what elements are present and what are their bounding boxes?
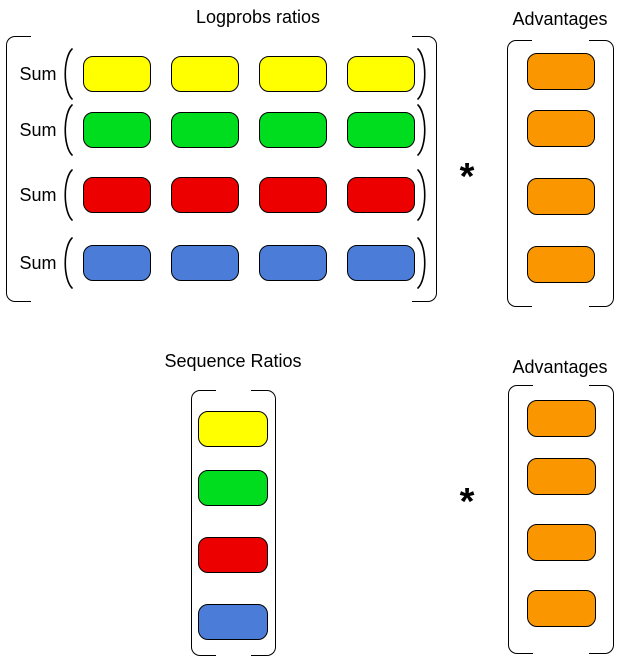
matrix-cell <box>171 245 239 281</box>
matrix-cell <box>347 112 415 148</box>
matrix-cell <box>527 524 596 561</box>
matrix-cell <box>198 537 268 573</box>
matrix-cell <box>259 56 327 92</box>
row-paren-right-icon <box>415 237 430 289</box>
matrix-cell <box>347 245 415 281</box>
sum-label: Sum <box>19 64 57 84</box>
matrix-cell <box>83 56 151 92</box>
logprobs-row: Sum <box>16 48 430 100</box>
matrix-cell <box>198 604 268 640</box>
advantages-vector-top <box>507 40 614 307</box>
sum-label: Sum <box>19 185 57 205</box>
matrix-cell <box>347 177 415 213</box>
row-paren-right-icon <box>415 48 430 100</box>
matrix-cell <box>171 112 239 148</box>
matrix-cell <box>527 590 596 627</box>
matrix-cell <box>259 112 327 148</box>
sequence-ratio-cells <box>191 390 276 656</box>
matrix-bracket-left-icon <box>508 385 533 654</box>
matrix-bracket-left-icon <box>191 390 216 656</box>
row-cells <box>83 177 415 213</box>
sequence-ratios-title: Sequence Ratios <box>164 351 302 371</box>
matrix-bracket-right-icon <box>251 390 276 656</box>
matrix-cell <box>527 400 596 437</box>
matrix-cell <box>83 112 151 148</box>
advantage-cells-bottom <box>508 385 614 654</box>
matrix-cell <box>171 177 239 213</box>
matrix-bracket-right-icon <box>412 36 437 302</box>
row-cells <box>83 56 415 92</box>
matrix-cell <box>259 245 327 281</box>
sum-label: Sum <box>19 120 57 140</box>
matrix-cell <box>259 177 327 213</box>
matrix-cell <box>83 245 151 281</box>
row-paren-left-icon <box>60 169 75 221</box>
row-paren-left-icon <box>60 104 75 156</box>
row-paren-right-icon <box>415 169 430 221</box>
advantage-cells-top <box>507 40 614 307</box>
matrix-cell <box>198 470 268 506</box>
matrix-cell <box>527 178 595 215</box>
advantages-vector-bottom <box>508 385 614 654</box>
matrix-bracket-left-icon <box>507 40 532 307</box>
sequence-ratios-vector <box>191 390 276 656</box>
matrix-bracket-right-icon <box>589 40 614 307</box>
multiply-operator-bottom: * <box>459 481 475 523</box>
matrix-cell <box>527 53 595 90</box>
matrix-cell <box>347 56 415 92</box>
logprobs-row: Sum <box>16 104 430 156</box>
matrix-cell <box>198 411 268 447</box>
matrix-cell <box>171 56 239 92</box>
row-paren-left-icon <box>60 48 75 100</box>
row-paren-left-icon <box>60 237 75 289</box>
logprobs-ratios-title: Logprobs ratios <box>195 7 321 27</box>
advantages-title-bottom: Advantages <box>512 357 608 377</box>
logprobs-row: Sum <box>16 169 430 221</box>
row-cells <box>83 112 415 148</box>
logprobs-row: Sum <box>16 237 430 289</box>
matrix-cell <box>527 246 595 283</box>
advantages-title-top: Advantages <box>512 9 608 29</box>
matrix-bracket-right-icon <box>589 385 614 654</box>
multiply-operator-top: * <box>459 156 475 198</box>
sum-label: Sum <box>19 253 57 273</box>
row-paren-right-icon <box>415 104 430 156</box>
matrix-cell <box>83 177 151 213</box>
matrix-cell <box>527 110 595 147</box>
row-cells <box>83 245 415 281</box>
matrix-cell <box>527 458 596 495</box>
matrix-bracket-left-icon <box>6 36 31 302</box>
